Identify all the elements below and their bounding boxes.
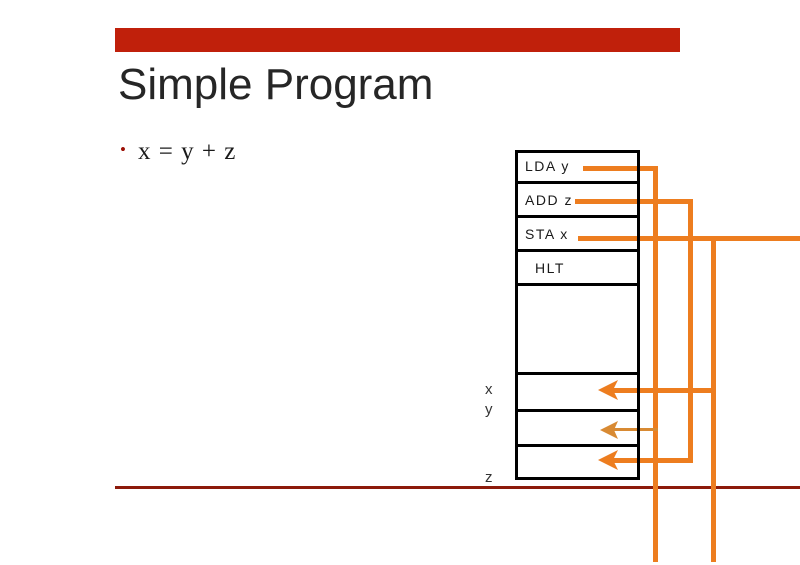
wire-add-stub [575, 199, 693, 204]
wire-sta-stub [578, 236, 800, 241]
title-accent-bar [115, 28, 680, 52]
wire-lda-stub [583, 166, 658, 171]
list-item: • x = y + z [120, 138, 480, 166]
page-title: Simple Program [118, 60, 434, 109]
wire-sta-to-x-cell [608, 388, 716, 393]
footer-rule [115, 486, 800, 489]
bullet-list: • x = y + z [120, 138, 480, 166]
wire-add-to-z-cell [610, 458, 693, 463]
bullet-text: x = y + z [138, 138, 237, 165]
memory-label-y: y [485, 401, 493, 418]
wire-sta-vertical [711, 236, 716, 562]
arrow-head-z [596, 448, 622, 472]
memory-label-z: z [485, 469, 493, 486]
wire-add-vertical [688, 199, 693, 461]
arrow-head-y [598, 419, 622, 441]
arrow-head-x [596, 378, 622, 402]
memory-box [515, 150, 640, 480]
wire-lda-to-y-cell [612, 428, 658, 431]
memory-label-x: x [485, 381, 493, 398]
bullet-dot-icon: • [120, 140, 126, 159]
wire-lda-vertical [653, 166, 658, 562]
